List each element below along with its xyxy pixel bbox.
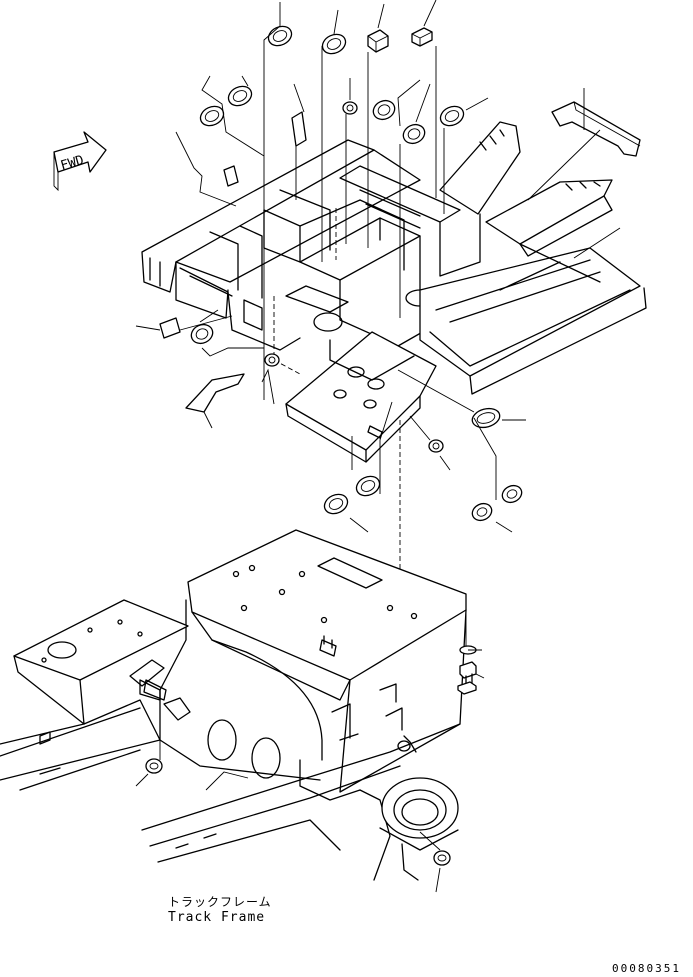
caption-english: Track Frame <box>168 910 266 925</box>
revolving-frame <box>141 121 647 395</box>
center-plate <box>285 331 437 627</box>
fwd-label: FWD <box>59 153 86 174</box>
track-frame <box>0 529 467 881</box>
drawing-number: 00080351 <box>612 962 681 975</box>
fwd-arrow-icon: FWD <box>53 131 107 192</box>
seal-parts <box>145 25 641 866</box>
leader-lines <box>135 0 621 893</box>
caption-japanese: トラックフレーム <box>168 895 272 909</box>
